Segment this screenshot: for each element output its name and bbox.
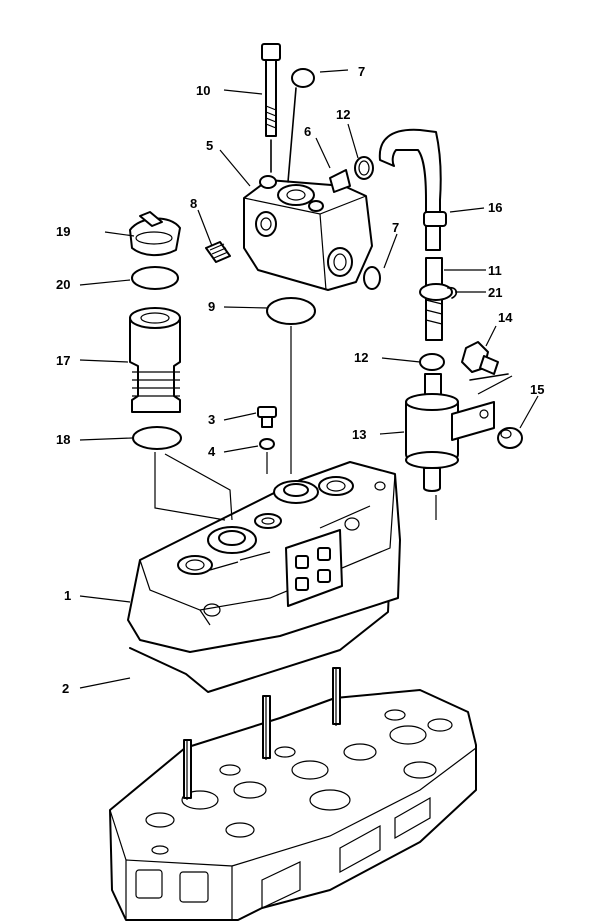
hose-clamp-lower	[419, 353, 445, 371]
callout-12-top: 12	[336, 107, 350, 122]
callout-16: 16	[488, 200, 502, 215]
callout-11: 11	[488, 263, 502, 278]
callout-2: 2	[62, 681, 69, 696]
callout-1: 1	[64, 588, 71, 603]
callout-9: 9	[208, 299, 215, 314]
callout-17: 17	[56, 353, 70, 368]
breather-valve	[405, 373, 495, 492]
collar	[497, 427, 523, 449]
callout-18: 18	[56, 432, 70, 447]
breather-cap	[291, 68, 315, 88]
callout-10: 10	[196, 83, 210, 98]
callout-14: 14	[498, 310, 513, 325]
breather-case	[243, 169, 373, 291]
o-ring-large	[266, 297, 316, 325]
o-ring-small	[363, 266, 381, 290]
oil-filler-cap	[129, 211, 181, 256]
callout-19: 19	[56, 224, 70, 239]
callout-12-bottom: 12	[354, 350, 368, 365]
mounting-bolt	[461, 341, 509, 381]
filler-o-ring-lower	[132, 426, 182, 450]
head-cover	[127, 461, 401, 653]
breather-hose	[419, 257, 458, 341]
callout-6: 6	[304, 124, 311, 139]
callout-5: 5	[206, 138, 213, 153]
gasket-washer	[259, 438, 275, 450]
cylinder-head	[109, 667, 477, 921]
callout-4: 4	[208, 444, 216, 459]
leader-lines	[79, 69, 539, 689]
oil-filler-neck	[129, 307, 181, 413]
callout-7-right: 7	[392, 220, 399, 235]
callout-7-top: 7	[358, 64, 365, 79]
breather-pipe	[378, 128, 447, 251]
plug	[205, 241, 231, 263]
callout-20: 20	[56, 277, 70, 292]
callout-15: 15	[530, 382, 544, 397]
bolt	[261, 43, 281, 173]
callout-21: 21	[488, 285, 502, 300]
callout-13: 13	[352, 427, 366, 442]
filler-o-ring-upper	[131, 266, 179, 290]
hose-clamp-upper	[354, 156, 374, 180]
callout-8: 8	[190, 196, 197, 211]
drain-plug	[257, 406, 277, 428]
callout-3: 3	[208, 412, 215, 427]
callout-labels: 1 2 3 4 5 6 7 7 8 9 10 11 12 12 13 14 15…	[56, 64, 544, 696]
